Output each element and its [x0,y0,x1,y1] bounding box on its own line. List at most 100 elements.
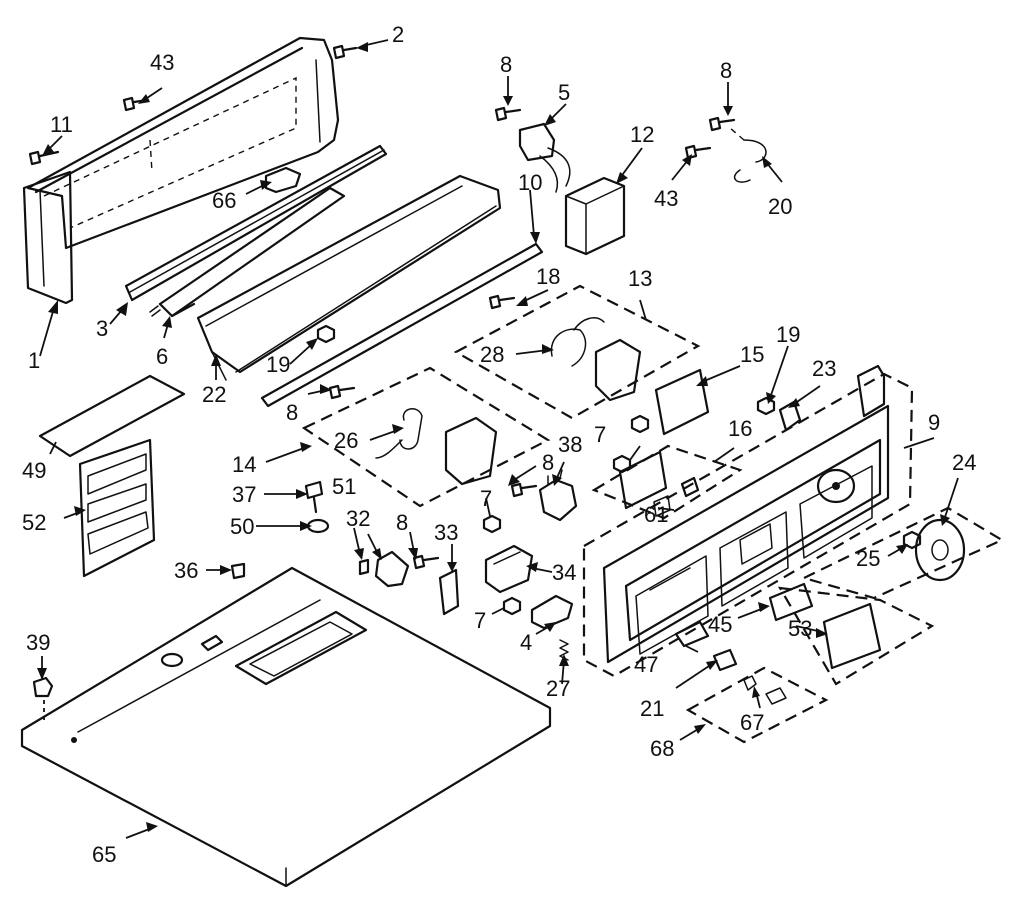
part-screw [488,294,516,310]
part-wire-harness [729,127,767,183]
part-screw [328,384,356,400]
callout-38: 38 [558,432,582,457]
callout-51: 51 [332,474,356,499]
part-bracket [530,594,574,630]
part-panel-insert [777,586,935,686]
part-screw [494,106,522,122]
part-nut [756,396,776,416]
part-trim-strip [124,144,388,302]
part-lens-panel [38,374,186,458]
callout-8: 8 [500,52,512,77]
part-nut [482,514,502,534]
part-spring [559,639,569,661]
callout-7: 7 [480,486,492,511]
part-screw [332,44,358,60]
part-clip [230,562,246,580]
callout-61: 61 [644,502,668,527]
callout-34: 34 [552,560,576,585]
part-drive-motor [374,550,410,588]
callout-18: 18 [536,264,560,289]
callout-15: 15 [740,342,764,367]
callout-8: 8 [720,58,732,83]
part-end-cap [22,170,74,305]
callout-10: 10 [518,170,542,195]
callout-49: 49 [22,458,46,483]
part-trim-rod [260,242,544,408]
assembly-timer-group [301,366,551,508]
callout-23: 23 [812,356,836,381]
part-knob [800,506,1005,600]
callout-16: 16 [728,416,752,441]
callout-26: 26 [334,428,358,453]
callout-43: 43 [150,50,174,75]
part-nut [32,676,54,698]
part-nut [316,324,336,344]
callout-3: 3 [96,316,108,341]
part-decal [78,438,156,578]
callout-8: 8 [542,450,554,475]
callout-27: 27 [546,676,570,701]
callout-33: 33 [434,520,458,545]
callout-67: 67 [740,710,764,735]
part-timer-block [564,176,626,256]
callout-8: 8 [396,510,408,535]
callout-13: 13 [628,266,652,291]
part-selector-button [712,648,738,672]
callout-47: 47 [634,652,658,677]
callout-25: 25 [856,546,880,571]
part-bracket [778,400,802,432]
part-bracket-plate [654,368,710,436]
callout-21: 21 [640,696,664,721]
part-nut [502,596,522,616]
callout-36: 36 [174,558,198,583]
callout-14: 14 [232,452,256,477]
callout-52: 52 [22,510,46,535]
callout-20: 20 [768,194,792,219]
assembly-motor-group [453,284,701,420]
callout-4: 4 [520,630,532,655]
part-screw [412,554,440,570]
part-motor-mount [438,568,460,616]
part-screw [684,144,712,160]
assembly-switch-group [591,444,743,520]
part-switch [518,122,571,193]
callout-37: 37 [232,482,256,507]
part-nut [630,414,650,434]
callout-11: 11 [50,112,73,137]
callout-7: 7 [594,422,606,447]
callout-6: 6 [156,344,168,369]
callout-1: 1 [28,348,40,373]
callout-7: 7 [474,608,486,633]
callout-43: 43 [654,186,678,211]
part-screw [358,558,370,576]
callout-22: 22 [202,382,226,407]
callout-2: 2 [392,22,404,47]
callout-32: 32 [346,506,370,531]
callout-28: 28 [480,342,504,367]
callout-19: 19 [776,322,800,347]
callout-68: 68 [650,736,674,761]
callout-12: 12 [630,122,654,147]
callout-8: 8 [286,400,298,425]
callout-45: 45 [708,612,732,637]
part-screw [510,482,538,498]
callout-19: 19 [266,352,290,377]
part-console-back-panel [26,36,340,250]
part-fluorescent-tube [149,186,346,318]
assembly-selector-group [685,666,829,744]
part-relay [484,544,534,594]
part-screw [708,116,736,132]
callout-50: 50 [230,514,254,539]
part-top-panel [20,566,552,888]
part-indicator-lens [768,582,814,622]
part-control-panel [582,364,914,678]
callout-24: 24 [952,450,976,475]
leader-lines [37,39,959,839]
callout-9: 9 [928,410,940,435]
callout-5: 5 [558,80,570,105]
callout-65: 65 [92,842,116,867]
part-clip [264,166,302,194]
part-push-button [674,620,710,648]
callout-39: 39 [26,630,50,655]
